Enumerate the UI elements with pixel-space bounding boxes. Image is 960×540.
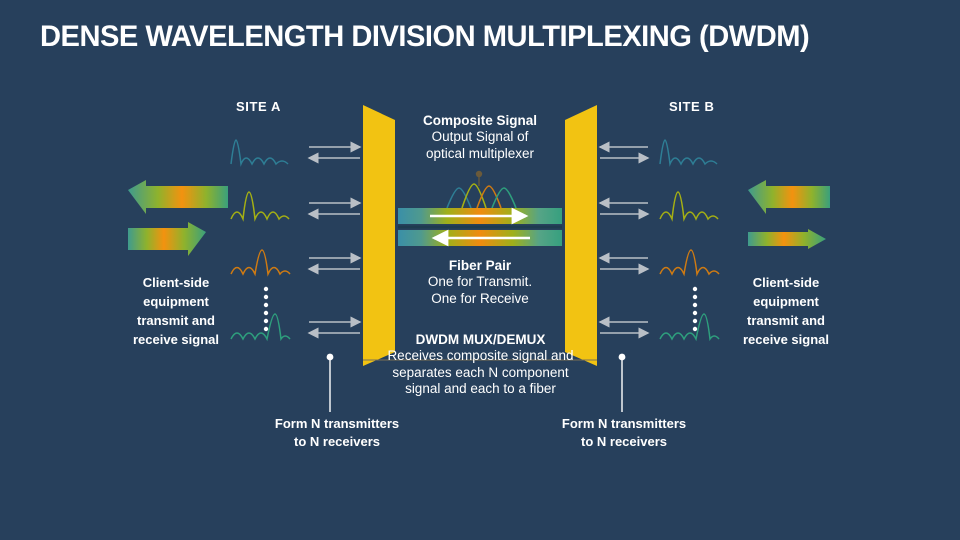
waveform-left-3	[230, 249, 291, 277]
waveform-left-4	[230, 313, 291, 342]
waveform-right-4	[659, 313, 720, 342]
composite-line-2: optical multiplexer	[425, 145, 535, 161]
client-left-caption: Client-side equipment transmit and recei…	[112, 274, 240, 349]
client-left-line-4: receive signal	[133, 331, 219, 347]
dot-icon	[618, 353, 626, 361]
client-left-line-1: Client-side	[142, 275, 210, 290]
signal-arrows-right-2	[598, 197, 650, 220]
site-b-label: SITE B	[669, 99, 715, 114]
ellipsis-left	[263, 286, 269, 332]
signal-arrows-left-3	[307, 252, 362, 275]
mux-heading: DWDM MUX/DEMUX	[415, 332, 546, 347]
client-right-line-2: equipment	[753, 293, 819, 309]
composite-pin-icon	[475, 170, 483, 186]
client-right-line-1: Client-side	[752, 275, 820, 290]
client-right-line-3: transmit and	[746, 312, 825, 328]
client-right-caption: Client-side equipment transmit and recei…	[722, 274, 850, 349]
fiber-pair-caption: Fiber Pair One for Transmit. One for Rec…	[390, 258, 570, 307]
waveform-right-3	[659, 249, 720, 277]
signal-arrows-left-4	[307, 316, 362, 339]
client-left-line-2: equipment	[143, 293, 209, 309]
client-right-line-4: receive signal	[743, 331, 829, 347]
callout-left-leader	[326, 353, 334, 412]
mux-right-trapezoid	[565, 105, 597, 366]
ellipsis-right	[692, 286, 698, 332]
callout-left-label: Form N transmitters to N receivers	[274, 416, 400, 449]
mux-demux-caption: DWDM MUX/DEMUX Receives composite signal…	[368, 332, 593, 398]
composite-line-1: Output Signal of	[431, 129, 529, 145]
fiber-line-2: One for Receive	[431, 290, 529, 306]
callout-right-leader	[618, 353, 626, 412]
waveform-right-1	[659, 139, 718, 167]
signal-arrows-right-3	[598, 252, 650, 275]
mux-line-1: Receives composite signal and	[387, 348, 574, 364]
dot-icon	[326, 353, 334, 361]
waveform-left-2	[230, 191, 290, 222]
client-left-transmit-arrow	[128, 222, 206, 256]
waveform-left-1	[230, 139, 289, 167]
mux-line-2: separates each N component	[392, 364, 569, 380]
mux-line-3: signal and each to a fiber	[405, 381, 556, 397]
composite-spectrum	[446, 183, 517, 209]
signal-arrows-left-2	[307, 197, 362, 220]
signal-arrows-right-1	[598, 141, 650, 164]
site-a-label: SITE A	[236, 99, 282, 114]
signal-arrows-right-4	[598, 316, 650, 339]
waveform-right-2	[659, 191, 719, 222]
page-title: DENSE WAVELENGTH DIVISION MULTIPLEXING (…	[40, 20, 810, 53]
composite-signal-caption: Composite Signal Output Signal of optica…	[390, 113, 570, 162]
signal-arrows-left-1	[307, 141, 362, 164]
client-right-transmit-arrow	[748, 229, 826, 249]
client-left-line-3: transmit and	[136, 312, 215, 328]
client-right-receive-arrow	[748, 180, 830, 214]
client-left-receive-arrow	[128, 180, 228, 214]
fiber-heading: Fiber Pair	[448, 258, 512, 273]
callout-right-label: Form N transmitters to N receivers	[561, 416, 687, 449]
fiber-line-1: One for Transmit.	[427, 274, 533, 290]
composite-heading: Composite Signal	[422, 113, 537, 128]
mux-left-trapezoid	[363, 105, 395, 366]
